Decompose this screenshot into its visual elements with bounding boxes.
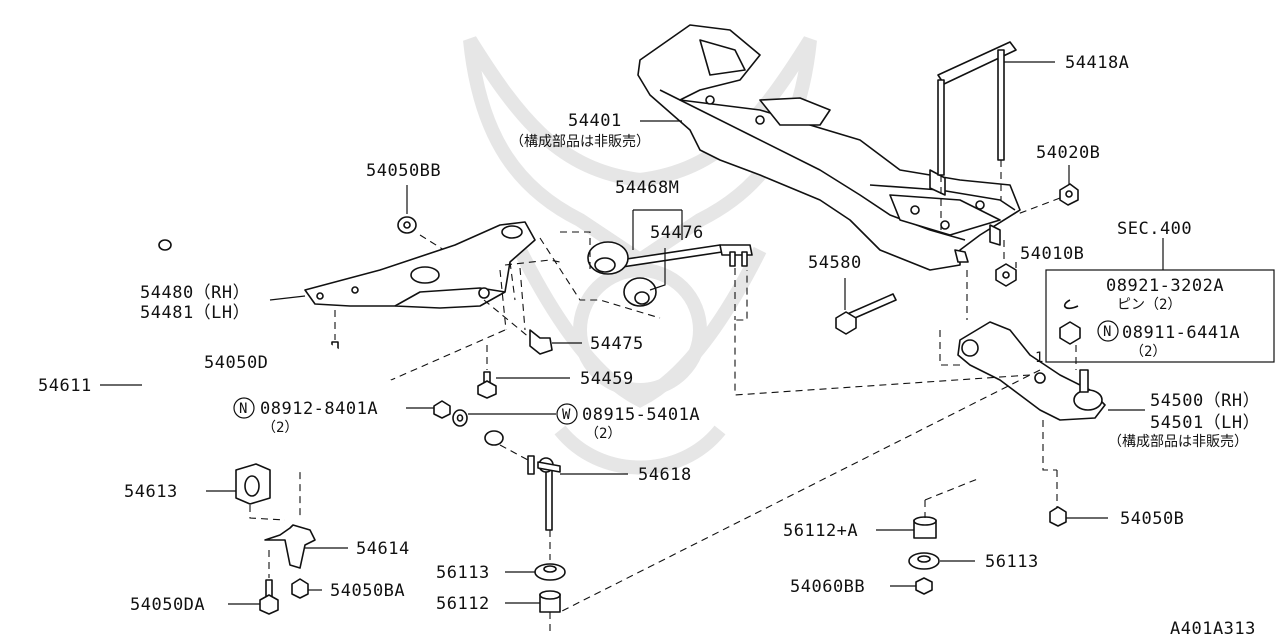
- connector-line: [539, 231, 661, 319]
- n-circle-icon: [1097, 320, 1119, 342]
- label-54475: 54475: [590, 334, 644, 354]
- connector-line: [249, 505, 286, 521]
- label-08912-8401a: 08912-8401A: [260, 399, 378, 419]
- label-08911-6441a: 08911-6441A: [1122, 323, 1240, 343]
- label-54050da: 54050DA: [130, 595, 205, 615]
- label-08911-qty: （2）: [1130, 344, 1166, 360]
- label-54476: 54476: [650, 223, 704, 243]
- connector-line: [499, 261, 526, 331]
- connector-line: [924, 477, 981, 518]
- nut-54050b: [1049, 506, 1067, 527]
- label-54401-note: （構成部品は非販売）: [510, 134, 650, 150]
- label-54010b: 54010B: [1020, 244, 1084, 264]
- label-54020b: 54020B: [1036, 143, 1100, 163]
- bolt-54050da: [259, 579, 279, 615]
- bolt-54475: [529, 329, 553, 355]
- label-54580: 54580: [808, 253, 862, 273]
- label-08921-3202a: 08921-3202A: [1106, 276, 1224, 296]
- label-56113-right: 56113: [985, 552, 1039, 572]
- clamp-54614: [264, 524, 316, 569]
- connector-line: [504, 259, 561, 266]
- washer-56113-left: [534, 563, 566, 581]
- label-pin-qty: ピン（2）: [1117, 297, 1181, 313]
- label-54500-rh: 54500（RH）: [1150, 391, 1260, 411]
- label-sec-400: SEC.400: [1117, 219, 1192, 239]
- w-circle-icon: [556, 403, 578, 425]
- sec-400-box: [1045, 238, 1275, 363]
- label-54050bb: 54050BB: [366, 161, 441, 181]
- n-circle-letter: N: [1103, 324, 1111, 340]
- n-circle-icon: [233, 397, 255, 419]
- label-54501-lh: 54501（LH）: [1150, 413, 1260, 433]
- label-54459: 54459: [580, 369, 634, 389]
- label-54050ba: 54050BA: [330, 581, 405, 601]
- label-54611: 54611: [38, 376, 92, 396]
- label-54050d: 54050D: [204, 353, 268, 373]
- link-assy-54468m: [587, 241, 753, 307]
- washer-08915-5401a: [452, 409, 468, 427]
- nut-54060bb: [915, 577, 933, 595]
- nut-54050ba: [291, 578, 309, 599]
- connector-line: [559, 369, 1041, 613]
- index-mark-1: 1: [1035, 350, 1043, 366]
- label-54481-lh: 54481（LH）: [140, 303, 250, 323]
- connector-line: [499, 444, 529, 461]
- nut-54050bb: [397, 216, 417, 234]
- lower-arm-part: [957, 321, 1106, 421]
- label-08915-qty: （2）: [585, 426, 621, 442]
- label-54500-note: （構成部品は非販売）: [1108, 434, 1248, 450]
- connector-line: [483, 299, 531, 339]
- connector-line: [1014, 197, 1061, 216]
- label-54614: 54614: [356, 539, 410, 559]
- sleeve-56112: [539, 590, 561, 613]
- stabilizer-bar: [93, 239, 504, 470]
- label-56113-left: 56113: [436, 563, 490, 583]
- connector-line: [299, 329, 506, 520]
- label-54618: 54618: [638, 465, 692, 485]
- nut-08912-8401a: [433, 400, 451, 419]
- sleeve-56112a: [913, 516, 937, 539]
- label-54468m: 54468M: [615, 178, 679, 198]
- stabilizer-link-54618: [527, 455, 561, 531]
- leader-line: [632, 209, 683, 291]
- washer-56113-right: [908, 552, 940, 570]
- n-circle-letter: N: [239, 401, 247, 417]
- bolt-54580: [835, 293, 897, 335]
- label-56112a: 56112+A: [783, 521, 858, 541]
- w-circle-letter: W: [562, 407, 571, 423]
- label-54418a: 54418A: [1065, 53, 1129, 73]
- connector-line: [734, 270, 1031, 396]
- bushing-54613: [235, 463, 271, 505]
- bolt-54459: [477, 371, 497, 399]
- watermark-emblem: [463, 36, 817, 475]
- connector-line: [1042, 420, 1058, 512]
- leader-line: [269, 295, 306, 301]
- diagram-id: A401A313: [1170, 619, 1256, 638]
- label-54050b: 54050B: [1120, 509, 1184, 529]
- nut-54010b: [995, 263, 1017, 287]
- connector-line: [939, 270, 968, 366]
- label-54060bb: 54060BB: [790, 577, 865, 597]
- label-54613: 54613: [124, 482, 178, 502]
- crossmember-part: [637, 24, 1021, 271]
- label-08915-5401a: 08915-5401A: [582, 405, 700, 425]
- nut-54020b: [1059, 183, 1079, 206]
- label-56112: 56112: [436, 594, 490, 614]
- label-54480-rh: 54480（RH）: [140, 283, 250, 303]
- label-08912-qty: （2）: [262, 420, 298, 436]
- label-54401: 54401: [568, 111, 622, 131]
- bracket-part: [304, 221, 536, 309]
